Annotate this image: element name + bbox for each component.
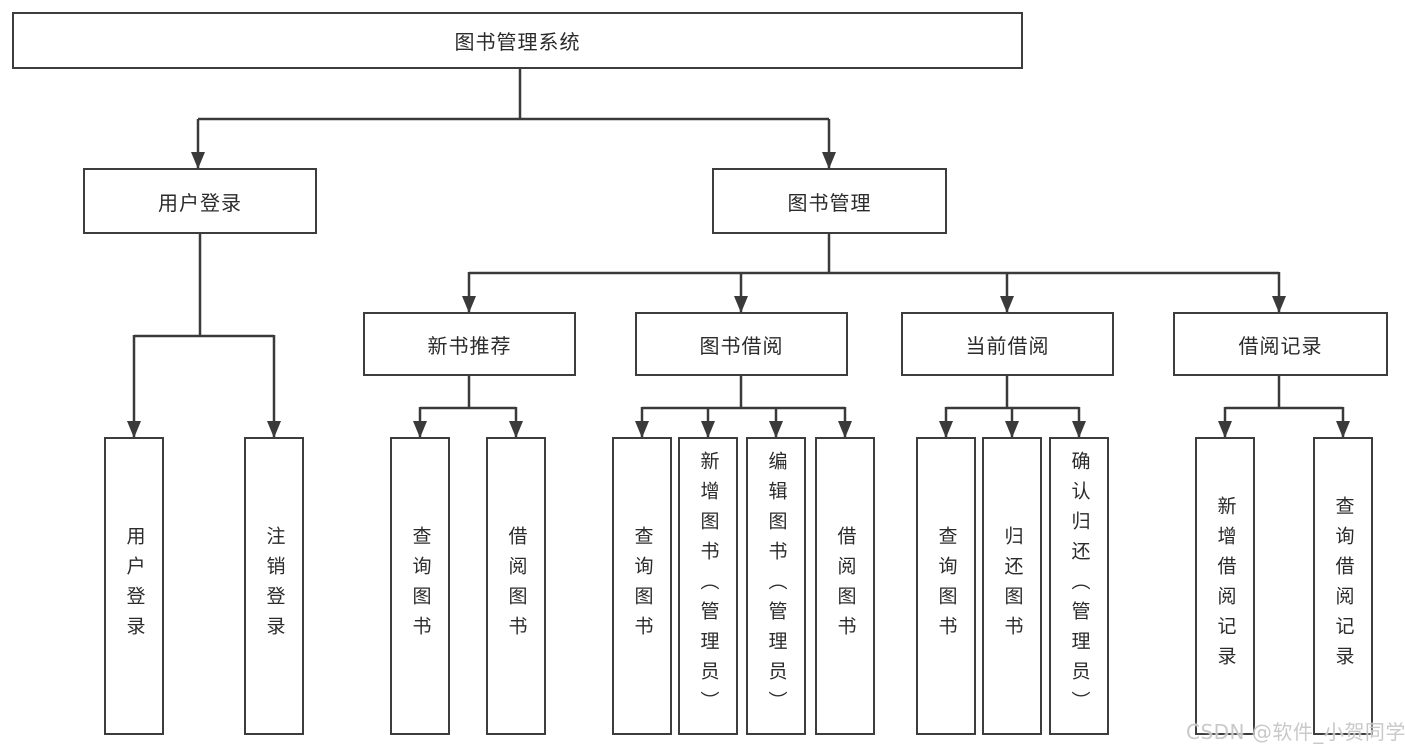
leaf-label: 确认归还（管理员）: [1068, 451, 1091, 721]
node-book-management: 图书管理: [712, 168, 947, 234]
node-new-book-recommend: 新书推荐: [363, 312, 576, 376]
watermark: CSDN @软件_小贺同学: [1186, 720, 1405, 744]
leaf-label: 新增图书（管理员）: [697, 451, 720, 721]
leaf-borrow-books: 借阅图书: [815, 437, 875, 735]
leaf-query-books-borrow: 查询图书: [612, 437, 672, 735]
leaf-edit-books-admin: 编辑图书（管理员）: [746, 437, 806, 735]
node-current-borrowing: 当前借阅: [901, 312, 1114, 376]
leaf-query-borrow-record: 查询借阅记录: [1313, 437, 1373, 735]
leaf-label: 借阅图书: [834, 526, 857, 646]
leaf-label: 注销登录: [263, 526, 286, 646]
leaf-query-books-current: 查询图书: [916, 437, 976, 735]
leaf-add-books-admin: 新增图书（管理员）: [678, 437, 738, 735]
leaf-label: 查询图书: [935, 526, 958, 646]
leaf-label: 查询图书: [631, 526, 654, 646]
leaf-query-books-recommend: 查询图书: [390, 437, 450, 735]
leaf-borrow-books-recommend: 借阅图书: [486, 437, 546, 735]
leaf-logout-login: 注销登录: [244, 437, 304, 735]
leaf-label: 归还图书: [1001, 526, 1024, 646]
leaf-confirm-return-admin: 确认归还（管理员）: [1049, 437, 1109, 735]
leaf-label: 查询借阅记录: [1332, 496, 1355, 676]
leaf-label: 查询图书: [409, 526, 432, 646]
leaf-label: 新增借阅记录: [1214, 496, 1237, 676]
node-book-borrowing: 图书借阅: [635, 312, 848, 376]
leaf-label: 借阅图书: [505, 526, 528, 646]
leaf-return-books: 归还图书: [982, 437, 1042, 735]
node-root: 图书管理系统: [12, 12, 1023, 69]
leaf-label: 编辑图书（管理员）: [765, 451, 788, 721]
node-borrowing-records: 借阅记录: [1173, 312, 1388, 376]
node-user-login: 用户登录: [83, 168, 317, 234]
leaf-user-login: 用户登录: [104, 437, 164, 735]
leaf-label: 用户登录: [123, 526, 146, 646]
leaf-add-borrow-record: 新增借阅记录: [1195, 437, 1255, 735]
